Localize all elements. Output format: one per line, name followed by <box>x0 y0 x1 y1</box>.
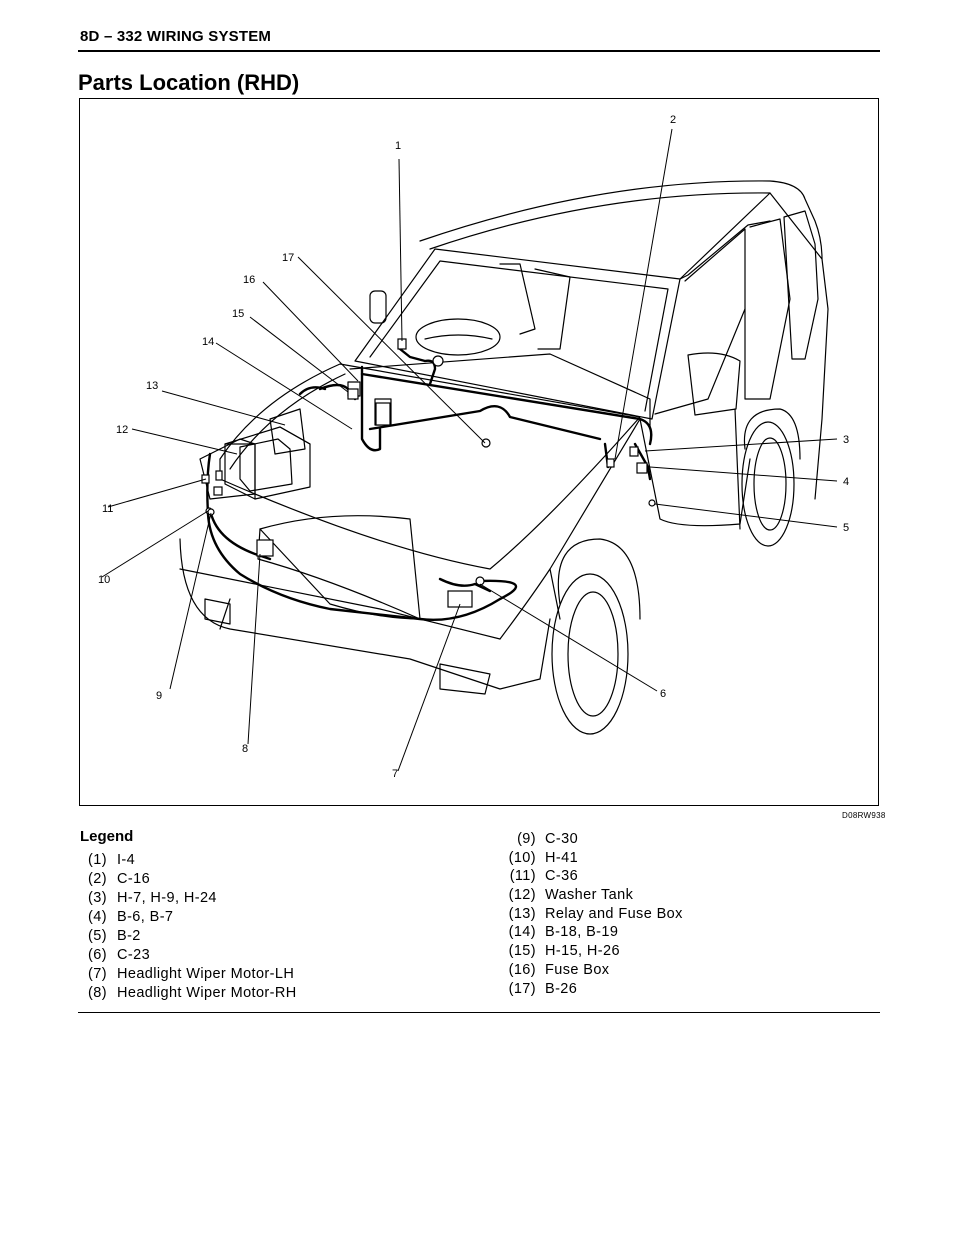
callout-8: 8 <box>242 743 248 755</box>
figure-code: D08RW938 <box>842 811 886 820</box>
callout-5: 5 <box>843 522 849 534</box>
legend-item: (6)C-23 <box>88 947 151 963</box>
callout-4: 4 <box>843 476 849 488</box>
callout-1: 1 <box>395 140 401 152</box>
legend-item: (3)H-7, H-9, H-24 <box>88 890 217 906</box>
callout-9: 9 <box>156 690 162 702</box>
section-header: 8D – 332 WIRING SYSTEM <box>80 28 272 45</box>
callout-14: 14 <box>202 336 214 348</box>
legend-item: (8)Headlight Wiper Motor-RH <box>88 985 297 1001</box>
legend-item: (1)I-4 <box>88 852 136 868</box>
callout-17: 17 <box>282 252 294 264</box>
legend-item: (12)Washer Tank <box>508 887 634 904</box>
footer-rule <box>78 1012 880 1013</box>
callout-3: 3 <box>843 434 849 446</box>
legend-item: (2)C-16 <box>88 871 151 887</box>
callout-12: 12 <box>116 424 128 436</box>
callout-16: 16 <box>243 274 255 286</box>
legend-item: (16)Fuse Box <box>508 961 610 978</box>
legend-item: (5)B-2 <box>88 928 141 944</box>
callout-6: 6 <box>660 688 666 700</box>
header-rule <box>78 50 880 52</box>
legend-title: Legend <box>80 828 134 845</box>
legend-item: (9)C-30 <box>517 831 579 847</box>
legend-item: (7)Headlight Wiper Motor-LH <box>88 966 295 982</box>
legend-item: (13)Relay and Fuse Box <box>508 905 683 922</box>
callout-13: 13 <box>146 380 158 392</box>
legend-item: (15)H-15, H-26 <box>508 943 620 960</box>
legend-item: (11)C-36 <box>509 868 579 885</box>
callout-10: 10 <box>98 574 110 586</box>
legend-item: (10)H-41 <box>508 849 579 866</box>
callout-7: 7 <box>392 768 398 780</box>
legend-right-column: (9)C-30 (10)H-41 (11)C-36 (12)Washer Tan… <box>499 830 683 998</box>
vehicle-illustration: 1 2 3 4 5 6 7 8 9 10 11 12 13 14 15 16 1… <box>98 114 849 780</box>
page-title: Parts Location (RHD) <box>78 70 300 95</box>
legend-left-column: (1)I-4 (2)C-16 (3)H-7, H-9, H-24 (4)B-6,… <box>88 851 297 1003</box>
legend-item: (14)B-18, B-19 <box>508 924 619 941</box>
callout-2: 2 <box>670 114 676 126</box>
parts-location-figure: 1 2 3 4 5 6 7 8 9 10 11 12 13 14 15 16 1… <box>79 98 879 806</box>
callout-11: 11 <box>102 503 113 515</box>
legend-item: (4)B-6, B-7 <box>88 909 174 925</box>
callout-15: 15 <box>232 308 244 320</box>
legend-item: (17)B-26 <box>508 980 578 997</box>
